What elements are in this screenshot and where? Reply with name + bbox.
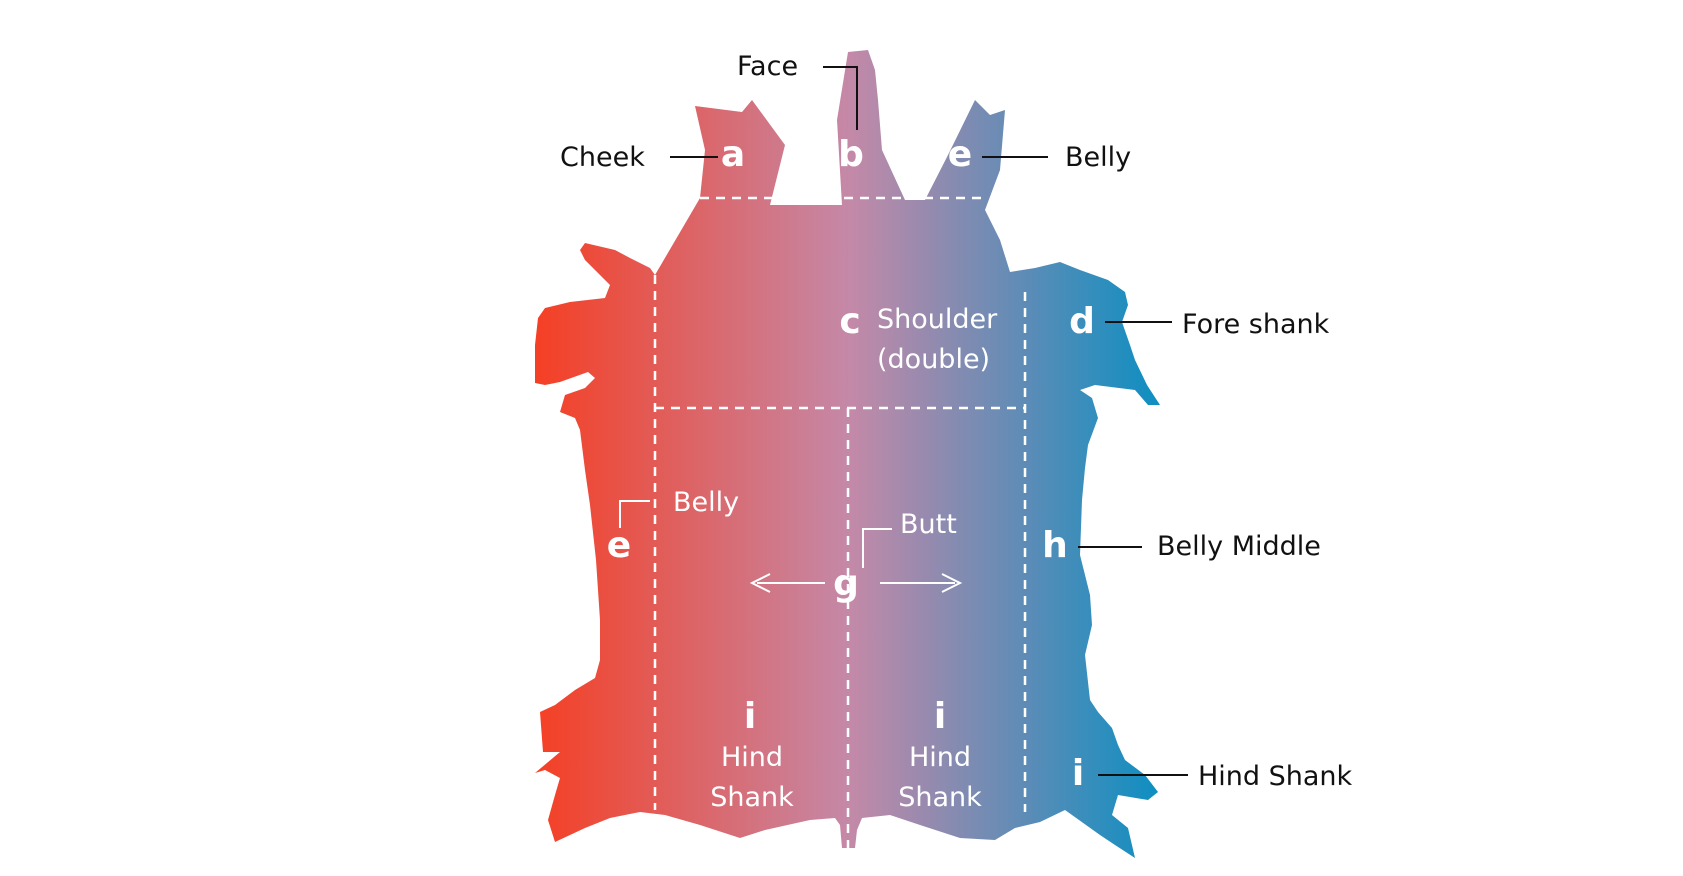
butt-label: Butt — [900, 509, 957, 540]
belly-middle-label: Belly Middle — [1157, 531, 1321, 562]
region-i-left-letter: i — [744, 696, 756, 737]
region-b-letter: b — [838, 134, 864, 175]
hind-shank-mid-line1: Hind — [909, 742, 971, 773]
region-a-letter: a — [721, 134, 745, 175]
belly-left-leader — [619, 500, 650, 528]
shoulder-label-line1: Shoulder — [877, 304, 998, 335]
hind-shank-left-line1: Hind — [721, 742, 783, 773]
region-i-mid-letter: i — [934, 696, 946, 737]
fore-shank-label: Fore shank — [1182, 309, 1330, 340]
hind-shank-right-label: Hind Shank — [1198, 761, 1353, 792]
region-d-letter: d — [1069, 301, 1095, 342]
belly-left-label: Belly — [673, 487, 739, 518]
region-h-letter: h — [1042, 525, 1068, 566]
shoulder-label-line2: (double) — [877, 344, 990, 375]
region-e-left-letter: e — [607, 525, 631, 566]
region-e-top-letter: e — [948, 134, 972, 175]
region-g-letter: g — [833, 563, 859, 604]
face-label: Face — [737, 51, 798, 82]
hind-shank-mid-line2: Shank — [898, 782, 982, 813]
face-leader — [823, 66, 858, 130]
region-i-right-letter: i — [1072, 753, 1084, 794]
arrow-right-head — [941, 573, 963, 593]
hide-shape — [535, 50, 1160, 858]
belly-top-label: Belly — [1065, 142, 1131, 173]
region-c-letter: c — [839, 301, 860, 342]
arrow-left-head — [749, 573, 771, 593]
cheek-label: Cheek — [560, 142, 645, 173]
butt-leader — [862, 528, 892, 568]
hind-shank-left-line2: Shank — [710, 782, 794, 813]
